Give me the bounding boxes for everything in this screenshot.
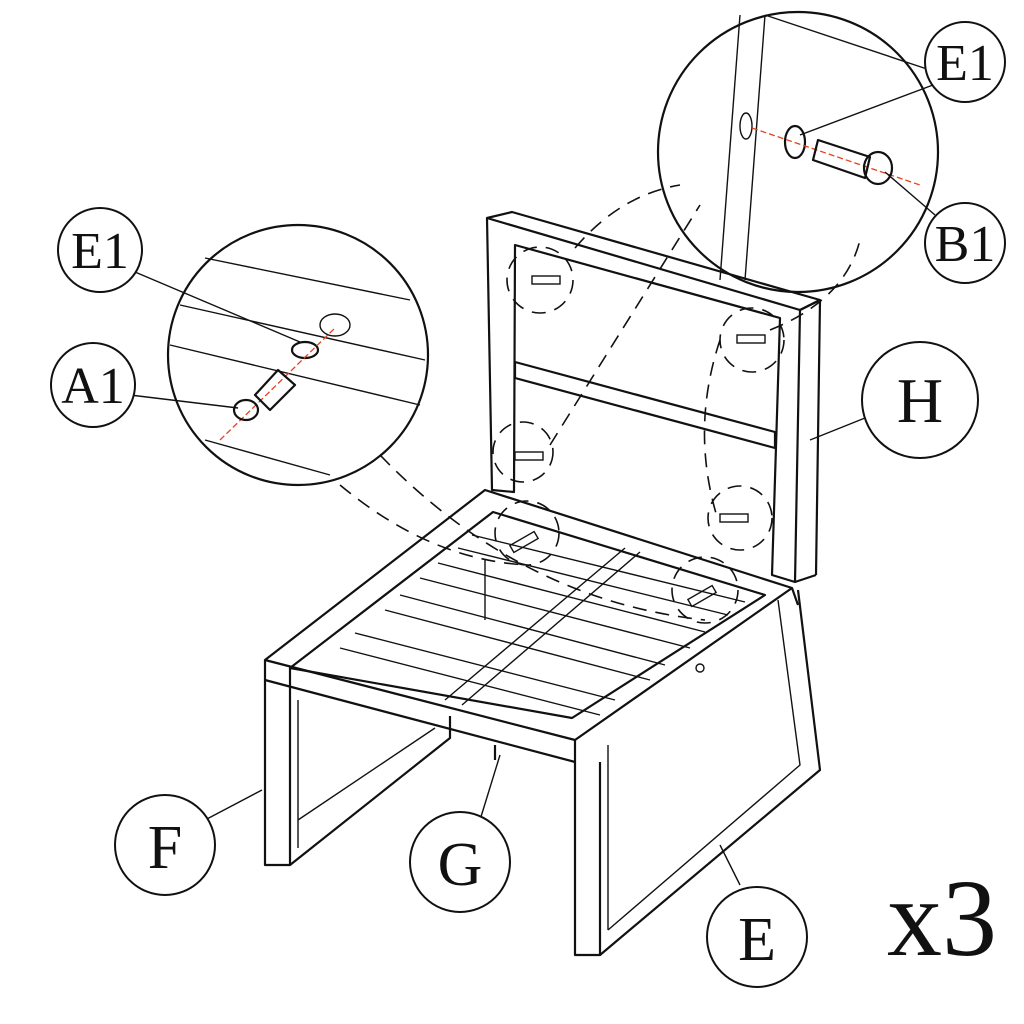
- leader-lines: [129, 84, 936, 886]
- label-e: E: [706, 886, 808, 988]
- side-frame-e: [573, 587, 822, 957]
- label-e1-top: E1: [924, 21, 1006, 103]
- detail-circle-left: [166, 223, 430, 487]
- side-frame-f: [263, 560, 486, 867]
- label-text: E1: [936, 35, 994, 92]
- label-e1-left: E1: [57, 207, 143, 293]
- quantity-label: x3: [887, 857, 997, 979]
- label-f: F: [114, 794, 216, 896]
- label-text: F: [148, 814, 182, 882]
- label-text: B1: [935, 216, 996, 273]
- label-text: G: [438, 831, 483, 899]
- label-text: E1: [71, 223, 129, 280]
- seat-frame-g: [263, 488, 794, 764]
- detail-circle-right: [656, 10, 940, 294]
- label-a1: A1: [50, 342, 136, 428]
- label-h: H: [861, 341, 979, 459]
- label-g: G: [409, 811, 511, 913]
- detail-markers: [339, 184, 861, 624]
- label-text: A1: [61, 358, 125, 415]
- label-text: H: [897, 365, 943, 436]
- label-b1: B1: [924, 202, 1006, 284]
- label-text: E: [738, 906, 776, 974]
